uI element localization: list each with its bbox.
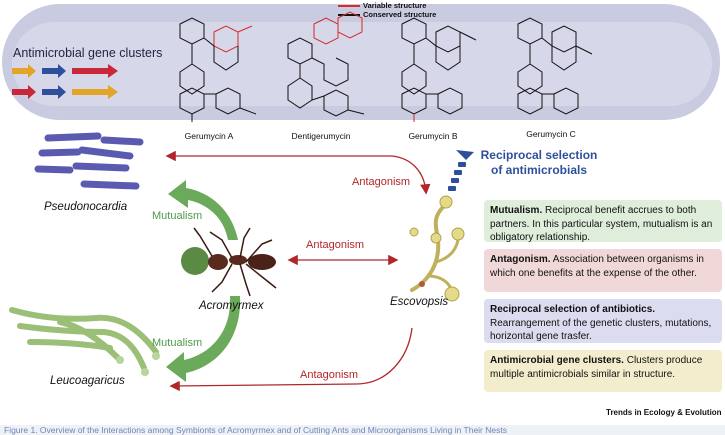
definition-gene-clusters: Antimicrobial gene clusters. Clusters pr…	[484, 350, 722, 392]
gene-clusters-label: Antimicrobial gene clusters	[13, 46, 163, 60]
journal-credit: Trends in Ecology & Evolution	[606, 408, 722, 417]
node-acromyrmex: Acromyrmex	[199, 300, 264, 312]
antagonism-arrow-bottom	[169, 327, 413, 392]
molecule-name-gerumycin-a: Gerumycin A	[184, 131, 234, 141]
legend-conserved-label: Conserved structure	[363, 10, 437, 19]
definition-term: Antimicrobial gene clusters.	[490, 355, 624, 366]
molecule-dentigerumycin	[287, 11, 365, 117]
gene-cluster-arrows	[12, 64, 118, 99]
pseudonocardia-illustration	[34, 132, 144, 190]
label-mutualism-bottom: Mutualism	[152, 337, 203, 349]
figure-caption: Figure 1. Overview of the Interactions a…	[0, 425, 725, 435]
legend-variable-line	[338, 5, 360, 7]
label-antagonism-top: Antagonism	[352, 176, 411, 188]
molecule-name-gerumycin-c: Gerumycin C	[526, 129, 576, 139]
definition-text: Rearrangement of the genetic clusters, m…	[490, 317, 712, 343]
molecule-name-dentigerumycin: Dentigerumycin	[291, 131, 351, 141]
legend-variable-label: Variable structure	[363, 1, 427, 10]
leucoagaricus-illustration	[9, 307, 160, 376]
reciprocal-selection-arrow	[448, 150, 474, 191]
definition-term: Mutualism.	[490, 205, 543, 216]
definition-text: Association between organisms in which o…	[490, 254, 704, 279]
definition-mutualism: Mutualism. Reciprocal benefit accrues to…	[484, 200, 722, 243]
reciprocal-selection-label: Reciprocal selection of antimicrobials	[480, 148, 598, 177]
definition-term: Antagonism.	[490, 254, 551, 265]
label-antagonism-mid: Antagonism	[306, 239, 365, 251]
definition-reciprocal-selection: Reciprocal selection of antibiotics. Rea…	[484, 299, 722, 343]
antimicrobial-panel-inner	[12, 22, 712, 106]
antimicrobial-panel	[2, 4, 720, 120]
molecule-gerumycin-c	[517, 17, 593, 115]
node-escovopsis: Escovopsis	[390, 296, 449, 308]
molecule-gerumycin-a	[179, 17, 257, 122]
definition-text: Reciprocal benefit accrues to both partn…	[490, 205, 713, 243]
label-antagonism-bottom: Antagonism	[300, 369, 359, 381]
node-pseudonocardia: Pseudonocardia	[44, 201, 128, 213]
mutualism-arrow-bottom	[166, 296, 241, 382]
legend-conserved-line	[338, 14, 360, 16]
label-mutualism-top: Mutualism	[152, 210, 203, 222]
definition-text: Clusters produce multiple antimicrobials…	[490, 355, 703, 380]
definition-term: Reciprocal selection of antibiotics.	[490, 304, 656, 315]
definition-antagonism: Antagonism. Association between organism…	[484, 249, 722, 292]
gene-arrow-row-2	[12, 85, 118, 99]
escovopsis-illustration	[409, 195, 465, 302]
ant-illustration	[181, 227, 277, 297]
antagonism-arrow-top	[165, 150, 431, 195]
molecule-name-gerumycin-b: Gerumycin B	[408, 131, 458, 141]
node-leucoagaricus: Leucoagaricus	[50, 375, 125, 387]
gene-arrow-row-1	[12, 64, 118, 78]
mutualism-arrow-top	[168, 180, 238, 240]
molecule-gerumycin-b	[401, 17, 477, 122]
